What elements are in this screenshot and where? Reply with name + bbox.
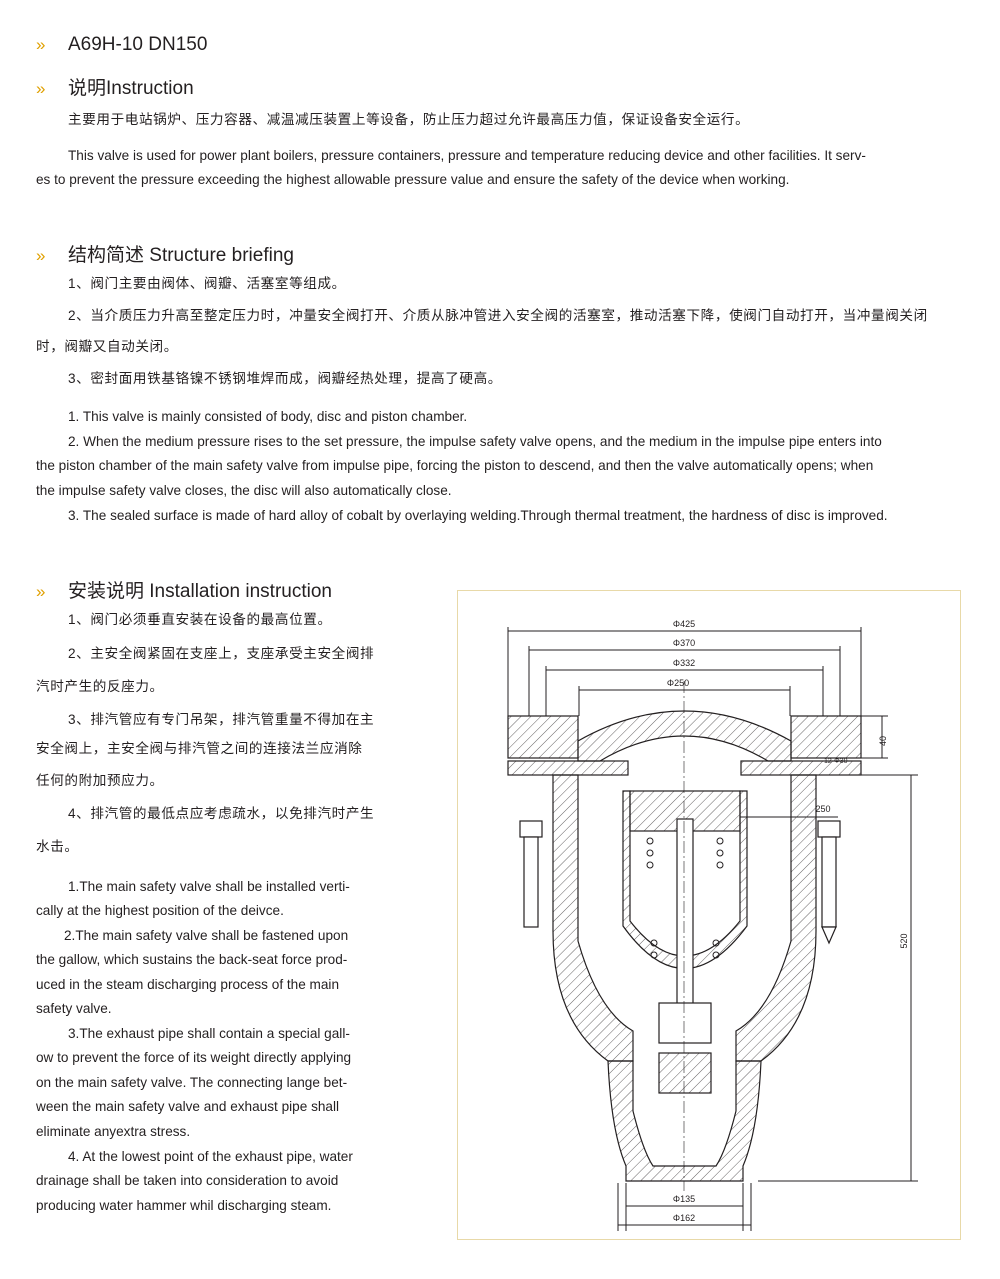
dim-h40: 40 [878, 736, 888, 746]
installation-en-2d: safety valve. [36, 1001, 112, 1016]
installation-zh-3a: 3、排汽管应有专门吊架，排汽管重量不得加在主 [68, 712, 375, 727]
installation-en-2b: the gallow, which sustains the back-seat… [36, 952, 348, 967]
structure-zh-2b: 时，阀瓣又自动关闭。 [36, 339, 178, 354]
installation-en-2a: 2.The main safety valve shall be fastene… [64, 928, 349, 943]
installation-zh-3c: 任何的附加预应力。 [36, 773, 164, 788]
installation-zh-2b: 汽时产生的反座力。 [36, 679, 164, 694]
structure-zh-3: 3、密封面用铁基铬镍不锈钢堆焊而成，阀瓣经热处理，提高了硬高。 [68, 371, 502, 386]
dim-d250: Φ250 [667, 678, 689, 688]
instruction-zh: 主要用于电站锅炉、压力容器、减温减压装置上等设备，防止压力超过允许最高压力值，保… [68, 112, 750, 127]
installation-zh-2a: 2、主安全阀紧固在支座上，支座承受主安全阀排 [68, 646, 375, 661]
installation-en-4a: 4. At the lowest point of the exhaust pi… [68, 1149, 353, 1164]
double-chevron-icon: » [36, 79, 46, 98]
valve-drawing-frame: Φ425 Φ370 Φ332 Φ250 40 12-Φ30 250 520 Φ1… [457, 590, 961, 1240]
dim-d135: Φ135 [673, 1194, 695, 1204]
dim-d162: Φ162 [673, 1213, 695, 1223]
structure-zh-1: 1、阀门主要由阀体、阀瓣、活塞室等组成。 [68, 276, 346, 291]
structure-en-1: 1. This valve is mainly consisted of bod… [68, 409, 468, 424]
installation-heading: »安装说明 Installation instruction [36, 581, 332, 602]
instruction-heading: »说明Instruction [36, 78, 194, 99]
dim-d370: Φ370 [673, 638, 695, 648]
structure-heading: »结构简述 Structure briefing [36, 245, 294, 266]
structure-en-2a: 2. When the medium pressure rises to the… [68, 434, 882, 449]
installation-zh-4b: 水击。 [36, 839, 79, 854]
dim-d425: Φ425 [673, 619, 695, 629]
model-title: »A69H-10 DN150 [36, 34, 208, 55]
installation-zh-3b: 安全阀上，主安全阀与排汽管之间的连接法兰应消除 [36, 741, 363, 756]
installation-en-3d: ween the main safety valve and exhaust p… [36, 1099, 340, 1114]
installation-en-1b: cally at the highest position of the dei… [36, 903, 284, 918]
installation-zh-4a: 4、排汽管的最低点应考虑疏水，以免排汽时产生 [68, 806, 375, 821]
installation-en-3c: on the main safety valve. The connecting… [36, 1075, 348, 1090]
installation-en-3a: 3.The exhaust pipe shall contain a speci… [68, 1026, 350, 1041]
installation-zh-1: 1、阀门必须垂直安装在设备的最高位置。 [68, 612, 332, 627]
structure-en-3: 3. The sealed surface is made of hard al… [68, 508, 888, 523]
installation-en-2c: uced in the steam discharging process of… [36, 977, 340, 992]
dim-bolts: 12-Φ30 [824, 758, 848, 765]
installation-en-4b: drainage shall be taken into considerati… [36, 1173, 339, 1188]
double-chevron-icon: » [36, 582, 46, 601]
dim-r250: 250 [815, 804, 830, 814]
structure-en-2b: the piston chamber of the main safety va… [36, 458, 874, 473]
instruction-en-line2: es to prevent the pressure exceeding the… [36, 172, 790, 187]
valve-cross-section-drawing: Φ425 Φ370 Φ332 Φ250 40 12-Φ30 250 520 Φ1… [507, 619, 918, 1231]
structure-en-2c: the impulse safety valve closes, the dis… [36, 483, 452, 498]
installation-en-1a: 1.The main safety valve shall be install… [68, 879, 350, 894]
double-chevron-icon: » [36, 246, 46, 265]
installation-en-4c: producing water hammer whil discharging … [36, 1198, 332, 1213]
installation-en-3e: eliminate anyextra stress. [36, 1124, 191, 1139]
structure-zh-2a: 2、当介质压力升高至整定压力时，冲量安全阀打开、介质从脉冲管进入安全阀的活塞室，… [68, 308, 928, 323]
double-chevron-icon: » [36, 35, 46, 54]
installation-en-3b: ow to prevent the force of its weight di… [36, 1050, 352, 1065]
instruction-en-line1: This valve is used for power plant boile… [68, 148, 866, 163]
dim-h520: 520 [899, 933, 909, 948]
dim-d332: Φ332 [673, 658, 695, 668]
